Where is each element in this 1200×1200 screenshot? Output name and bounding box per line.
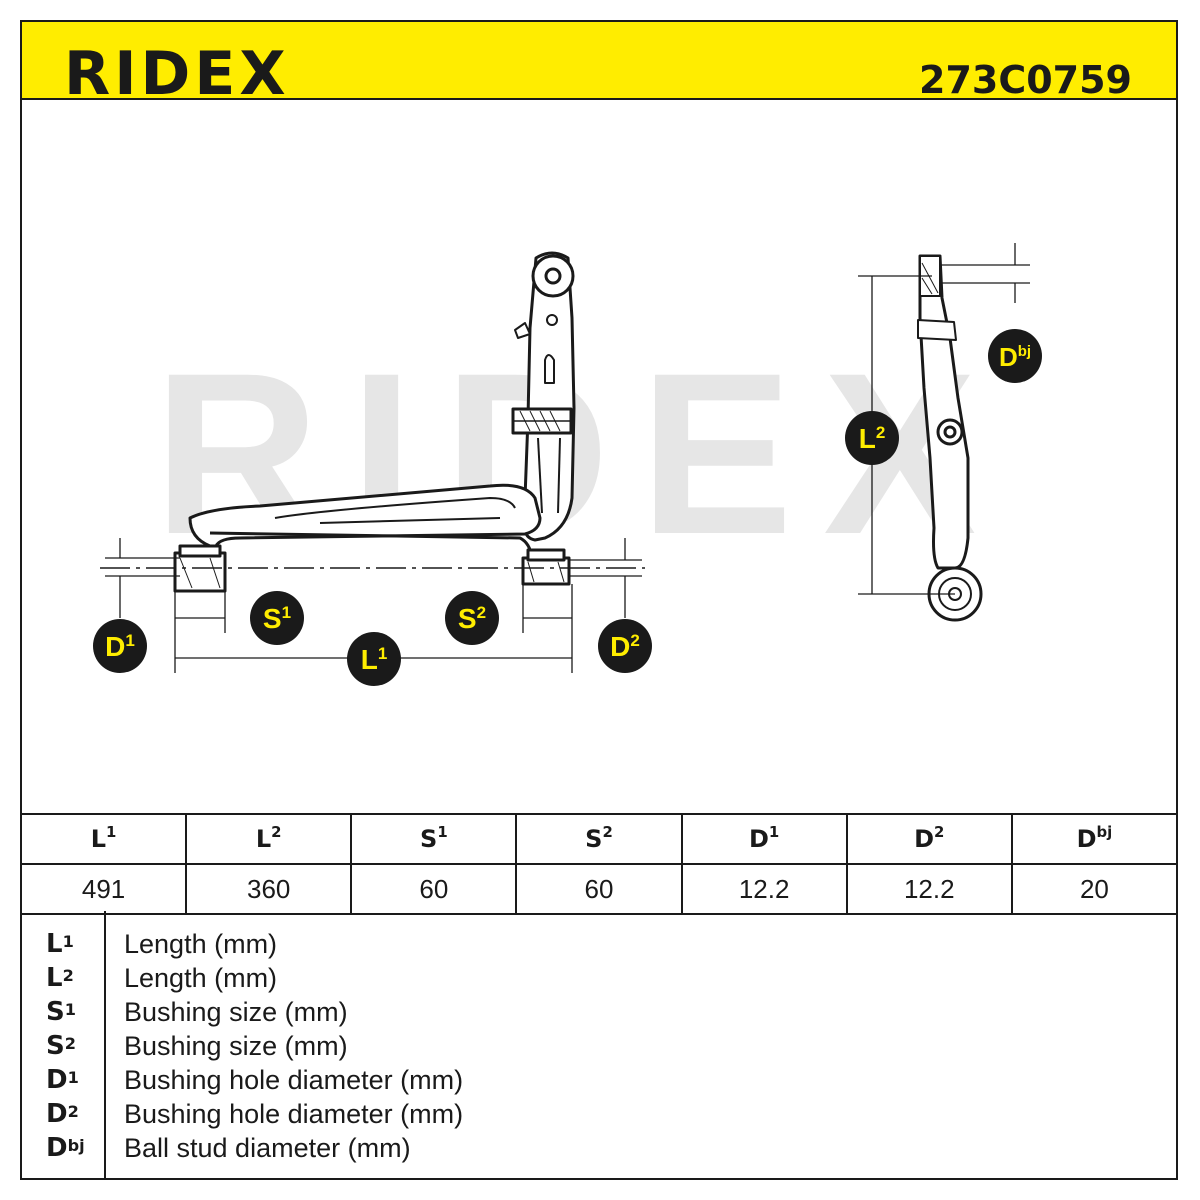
legend-item: S2 Bushing size (mm) bbox=[20, 1029, 1178, 1063]
legend-item: L2 Length (mm) bbox=[20, 961, 1178, 995]
legend-symbol: Dbj bbox=[46, 1133, 85, 1163]
svg-text:Dbj: Dbj bbox=[999, 342, 1031, 372]
bubble-d1: D1 bbox=[93, 619, 147, 673]
bubble-dbj: Dbj bbox=[988, 329, 1042, 383]
legend-item: D2 Bushing hole diameter (mm) bbox=[20, 1097, 1178, 1131]
table-value-cell: 491 bbox=[19, 863, 188, 915]
table-value-cell: 60 bbox=[350, 863, 518, 915]
bubble-l2: L2 bbox=[845, 411, 899, 465]
table-value-cell: 12.2 bbox=[845, 863, 1013, 915]
legend-text: Bushing hole diameter (mm) bbox=[124, 1065, 464, 1095]
legend-symbol: D1 bbox=[46, 1065, 79, 1095]
legend-item: S1 Bushing size (mm) bbox=[20, 995, 1178, 1029]
table-header-cell: S1 bbox=[350, 813, 518, 865]
table-value-cell: 12.2 bbox=[680, 863, 848, 915]
table-value-row: 491 360 60 60 12.2 12.2 20 bbox=[19, 863, 1179, 915]
svg-text:S2: S2 bbox=[458, 603, 486, 634]
technical-drawing: RIDEX bbox=[20, 98, 1178, 814]
legend-text: Bushing size (mm) bbox=[124, 997, 348, 1027]
svg-text:D2: D2 bbox=[610, 631, 640, 662]
svg-text:S1: S1 bbox=[263, 603, 291, 634]
header-bar: RIDEX 273C0759 bbox=[20, 20, 1178, 104]
table-header-cell: L2 bbox=[185, 813, 353, 865]
legend-symbol: S2 bbox=[46, 1031, 76, 1061]
dimensions-table: L1 L2 S1 S2 D1 D2 Dbj 491 360 60 60 12.2… bbox=[19, 813, 1179, 915]
legend-symbol: L2 bbox=[46, 963, 74, 993]
legend-text: Length (mm) bbox=[124, 929, 278, 959]
legend-symbol: D2 bbox=[46, 1099, 79, 1129]
bubble-l1: L1 bbox=[347, 632, 401, 686]
part-number: 273C0759 bbox=[919, 58, 1132, 102]
legend-text: Bushing hole diameter (mm) bbox=[124, 1099, 464, 1129]
svg-text:D1: D1 bbox=[105, 631, 135, 662]
legend-item: L1 Length (mm) bbox=[20, 927, 1178, 961]
legend-text: Bushing size (mm) bbox=[124, 1031, 348, 1061]
label-bubbles: D1 S1 L1 S2 D2 L2 bbox=[93, 329, 1042, 686]
table-header-cell: S2 bbox=[515, 813, 683, 865]
table-header-cell: Dbj bbox=[1010, 813, 1179, 865]
control-arm-side-view bbox=[917, 254, 983, 622]
table-value-cell: 60 bbox=[515, 863, 683, 915]
legend-item: Dbj Ball stud diameter (mm) bbox=[20, 1131, 1178, 1165]
legend-divider bbox=[104, 911, 106, 1180]
legend-symbol: L1 bbox=[46, 929, 74, 959]
legend-item: D1 Bushing hole diameter (mm) bbox=[20, 1063, 1178, 1097]
table-value-cell: 360 bbox=[185, 863, 353, 915]
table-value-cell: 20 bbox=[1010, 863, 1179, 915]
legend-text: Ball stud diameter (mm) bbox=[124, 1133, 411, 1163]
bubble-s1: S1 bbox=[250, 591, 304, 645]
brand-logo: RIDEX bbox=[64, 39, 290, 109]
control-arm-front-view bbox=[173, 251, 576, 593]
bubble-d2: D2 bbox=[598, 619, 652, 673]
table-header-row: L1 L2 S1 S2 D1 D2 Dbj bbox=[19, 813, 1179, 865]
svg-text:L1: L1 bbox=[361, 644, 388, 675]
table-header-cell: L1 bbox=[19, 813, 188, 865]
svg-text:L2: L2 bbox=[859, 423, 886, 454]
legend: L1 Length (mm) L2 Length (mm) S1 Bushing… bbox=[20, 911, 1178, 1180]
table-header-cell: D1 bbox=[680, 813, 848, 865]
legend-text: Length (mm) bbox=[124, 963, 278, 993]
bubble-s2: S2 bbox=[445, 591, 499, 645]
legend-symbol: S1 bbox=[46, 997, 76, 1027]
table-header-cell: D2 bbox=[845, 813, 1013, 865]
